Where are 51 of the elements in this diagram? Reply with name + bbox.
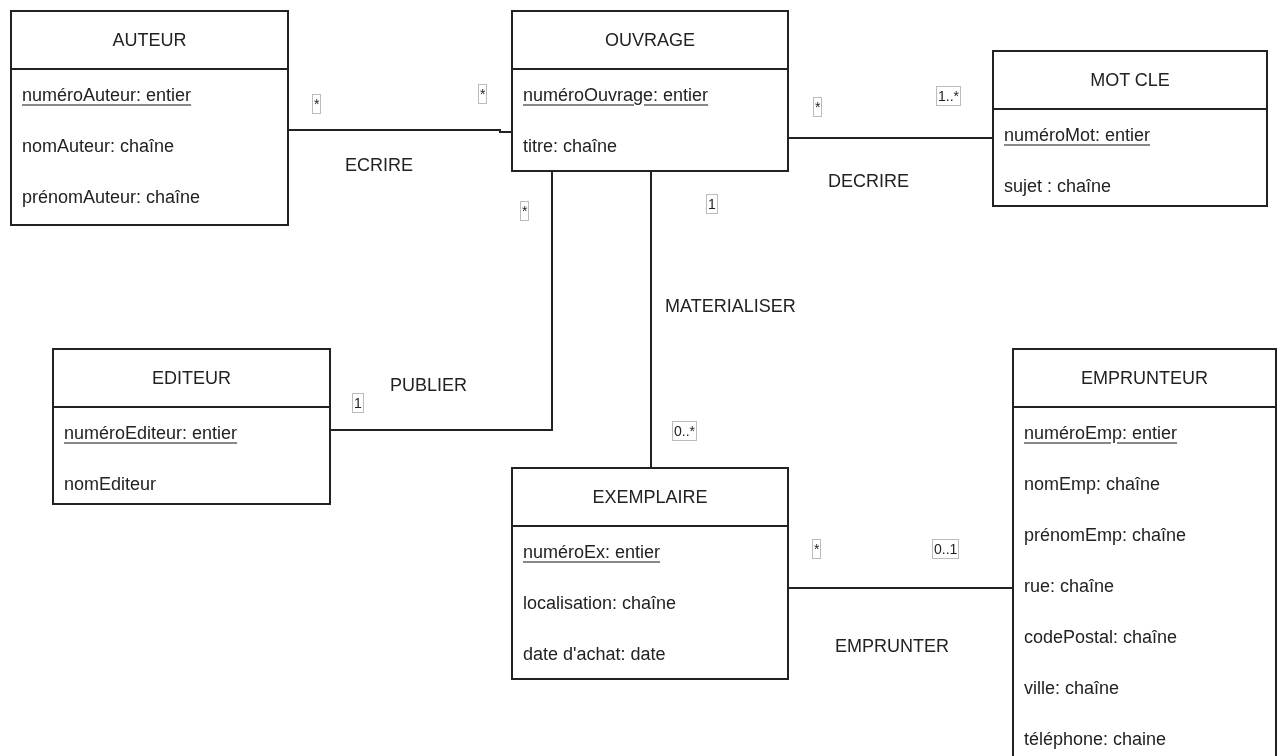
class-box (52, 348, 331, 505)
multiplicity-label: * (520, 201, 530, 221)
key-attribute: numéroAuteur: entier (22, 85, 192, 106)
key-attribute: numéroEx: entier (523, 542, 661, 563)
attribute: sujet : chaîne (1004, 176, 1112, 197)
class-box (992, 50, 1268, 207)
multiplicity-label: 0..* (672, 421, 697, 441)
multiplicity-label: 1..* (936, 86, 961, 106)
key-attribute: numéroEmp: entier (1024, 423, 1178, 444)
attribute: codePostal: chaîne (1024, 627, 1178, 648)
attribute: rue: chaîne (1024, 576, 1115, 597)
attribute: localisation: chaîne (523, 593, 677, 614)
class-name: EXEMPLAIRE (513, 469, 787, 527)
class-box (1012, 348, 1277, 756)
association-label: DECRIRE (828, 171, 909, 192)
class-name: EDITEUR (54, 350, 329, 408)
attribute: titre: chaîne (523, 136, 618, 157)
multiplicity-label: * (812, 539, 822, 559)
association-label: PUBLIER (390, 375, 468, 396)
multiplicity-label: 0..1 (932, 539, 960, 559)
association-label: EMPRUNTER (835, 636, 949, 657)
class-box (511, 10, 789, 172)
attribute: date d'achat: date (523, 644, 666, 665)
attribute: ville: chaîne (1024, 678, 1120, 699)
attribute: prénomEmp: chaîne (1024, 525, 1187, 546)
multiplicity-label: 1 (706, 194, 718, 214)
association-line (288, 129, 512, 133)
multiplicity-label: * (813, 97, 823, 117)
association-line (650, 171, 652, 468)
class-name: AUTEUR (12, 12, 287, 70)
association-label: ECRIRE (345, 155, 413, 176)
multiplicity-label: * (312, 94, 322, 114)
association-line (788, 137, 993, 139)
class-box (511, 467, 789, 680)
attribute: nomAuteur: chaîne (22, 136, 175, 157)
class-name: OUVRAGE (513, 12, 787, 70)
association-label: MATERIALISER (665, 296, 796, 317)
key-attribute: numéroMot: entier (1004, 125, 1151, 146)
class-name: MOT CLE (994, 52, 1266, 110)
attribute: nomEmp: chaîne (1024, 474, 1161, 495)
attribute: prénomAuteur: chaîne (22, 187, 201, 208)
attribute: nomEditeur (64, 474, 157, 495)
multiplicity-label: 1 (352, 393, 364, 413)
association-line (788, 587, 1013, 589)
key-attribute: numéroEditeur: entier (64, 423, 238, 444)
multiplicity-label: * (478, 84, 488, 104)
association-line (330, 171, 553, 431)
class-name: EMPRUNTEUR (1014, 350, 1275, 408)
key-attribute: numéroOuvrage: entier (523, 85, 709, 106)
class-box (10, 10, 289, 226)
attribute: téléphone: chaine (1024, 729, 1167, 750)
